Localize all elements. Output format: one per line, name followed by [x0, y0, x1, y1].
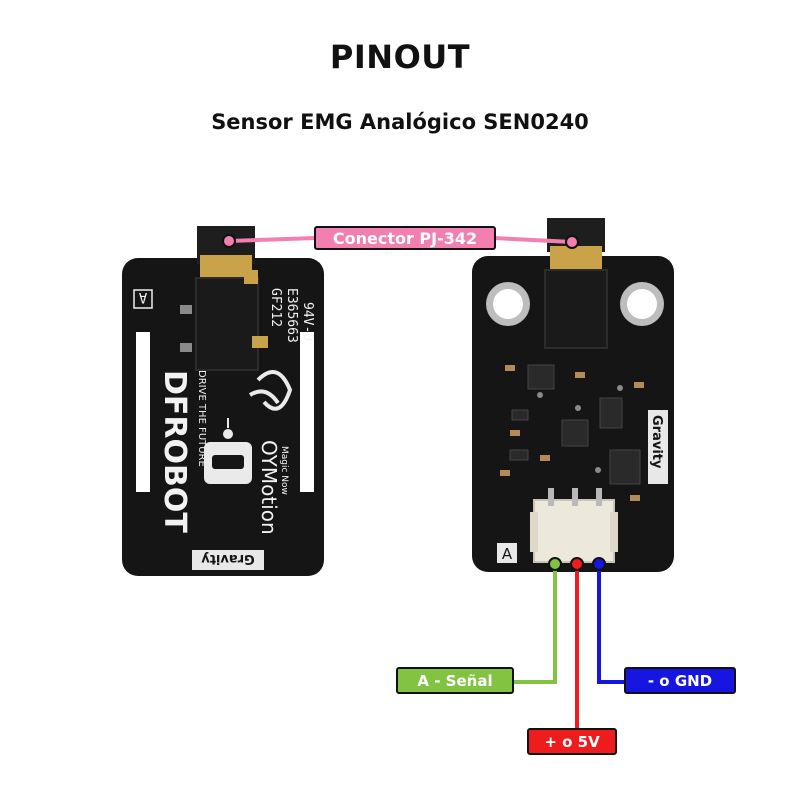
back-tagline: DRIVE THE FUTURE — [196, 370, 207, 467]
jack-back-body — [195, 277, 259, 371]
back-code-1: GF212 — [268, 288, 283, 327]
signal-pin-point — [548, 557, 562, 571]
power-pin-point — [570, 557, 584, 571]
signal-line — [513, 564, 557, 684]
slot-right — [300, 332, 314, 492]
ground-pin-label: - o GND — [624, 667, 736, 694]
front-gravity-box — [648, 410, 668, 484]
board-front: Gravity A — [472, 218, 674, 572]
jack-front-body — [544, 269, 608, 349]
back-partner-tagline: Magic Now — [279, 446, 289, 495]
pcb-front — [472, 256, 674, 572]
board-back: A GF212 E365663 94V-0 DFROBOT DRIVE THE … — [122, 226, 324, 576]
ground-line — [597, 564, 626, 684]
back-code-2: E365663 — [284, 288, 299, 343]
connector-label: Conector PJ-342 — [314, 226, 496, 250]
front-pin-letter: A — [502, 545, 513, 563]
back-gravity: Gravity — [201, 551, 255, 566]
back-code-3: 94V-0 — [300, 302, 315, 341]
back-brand: DFROBOT — [157, 370, 192, 533]
gravity-connector — [530, 488, 618, 563]
page-title: PINOUT — [329, 38, 471, 76]
back-partner: OYMotion — [257, 440, 281, 535]
back-gravity-box — [192, 550, 264, 570]
pcb-back — [122, 258, 324, 576]
oymotion-logo — [248, 370, 293, 411]
jack-back-gold — [200, 255, 252, 279]
back-pin-letter: A — [138, 289, 147, 305]
page-subtitle: Sensor EMG Analógico SEN0240 — [211, 110, 589, 134]
signal-pin-label: A - Señal — [396, 667, 514, 694]
power-pin-label: + o 5V — [527, 728, 617, 755]
ground-pin-point — [592, 557, 606, 571]
connector-point-back — [222, 234, 236, 248]
jack-back-pin2 — [252, 336, 268, 348]
slot-left — [136, 332, 150, 492]
connector-callout-lines — [228, 236, 573, 244]
robot-logo — [204, 418, 252, 484]
front-gravity: Gravity — [649, 415, 664, 469]
jack-back-pin — [244, 270, 258, 284]
connector-point-front — [565, 235, 579, 249]
jack-front-gold — [550, 246, 602, 272]
